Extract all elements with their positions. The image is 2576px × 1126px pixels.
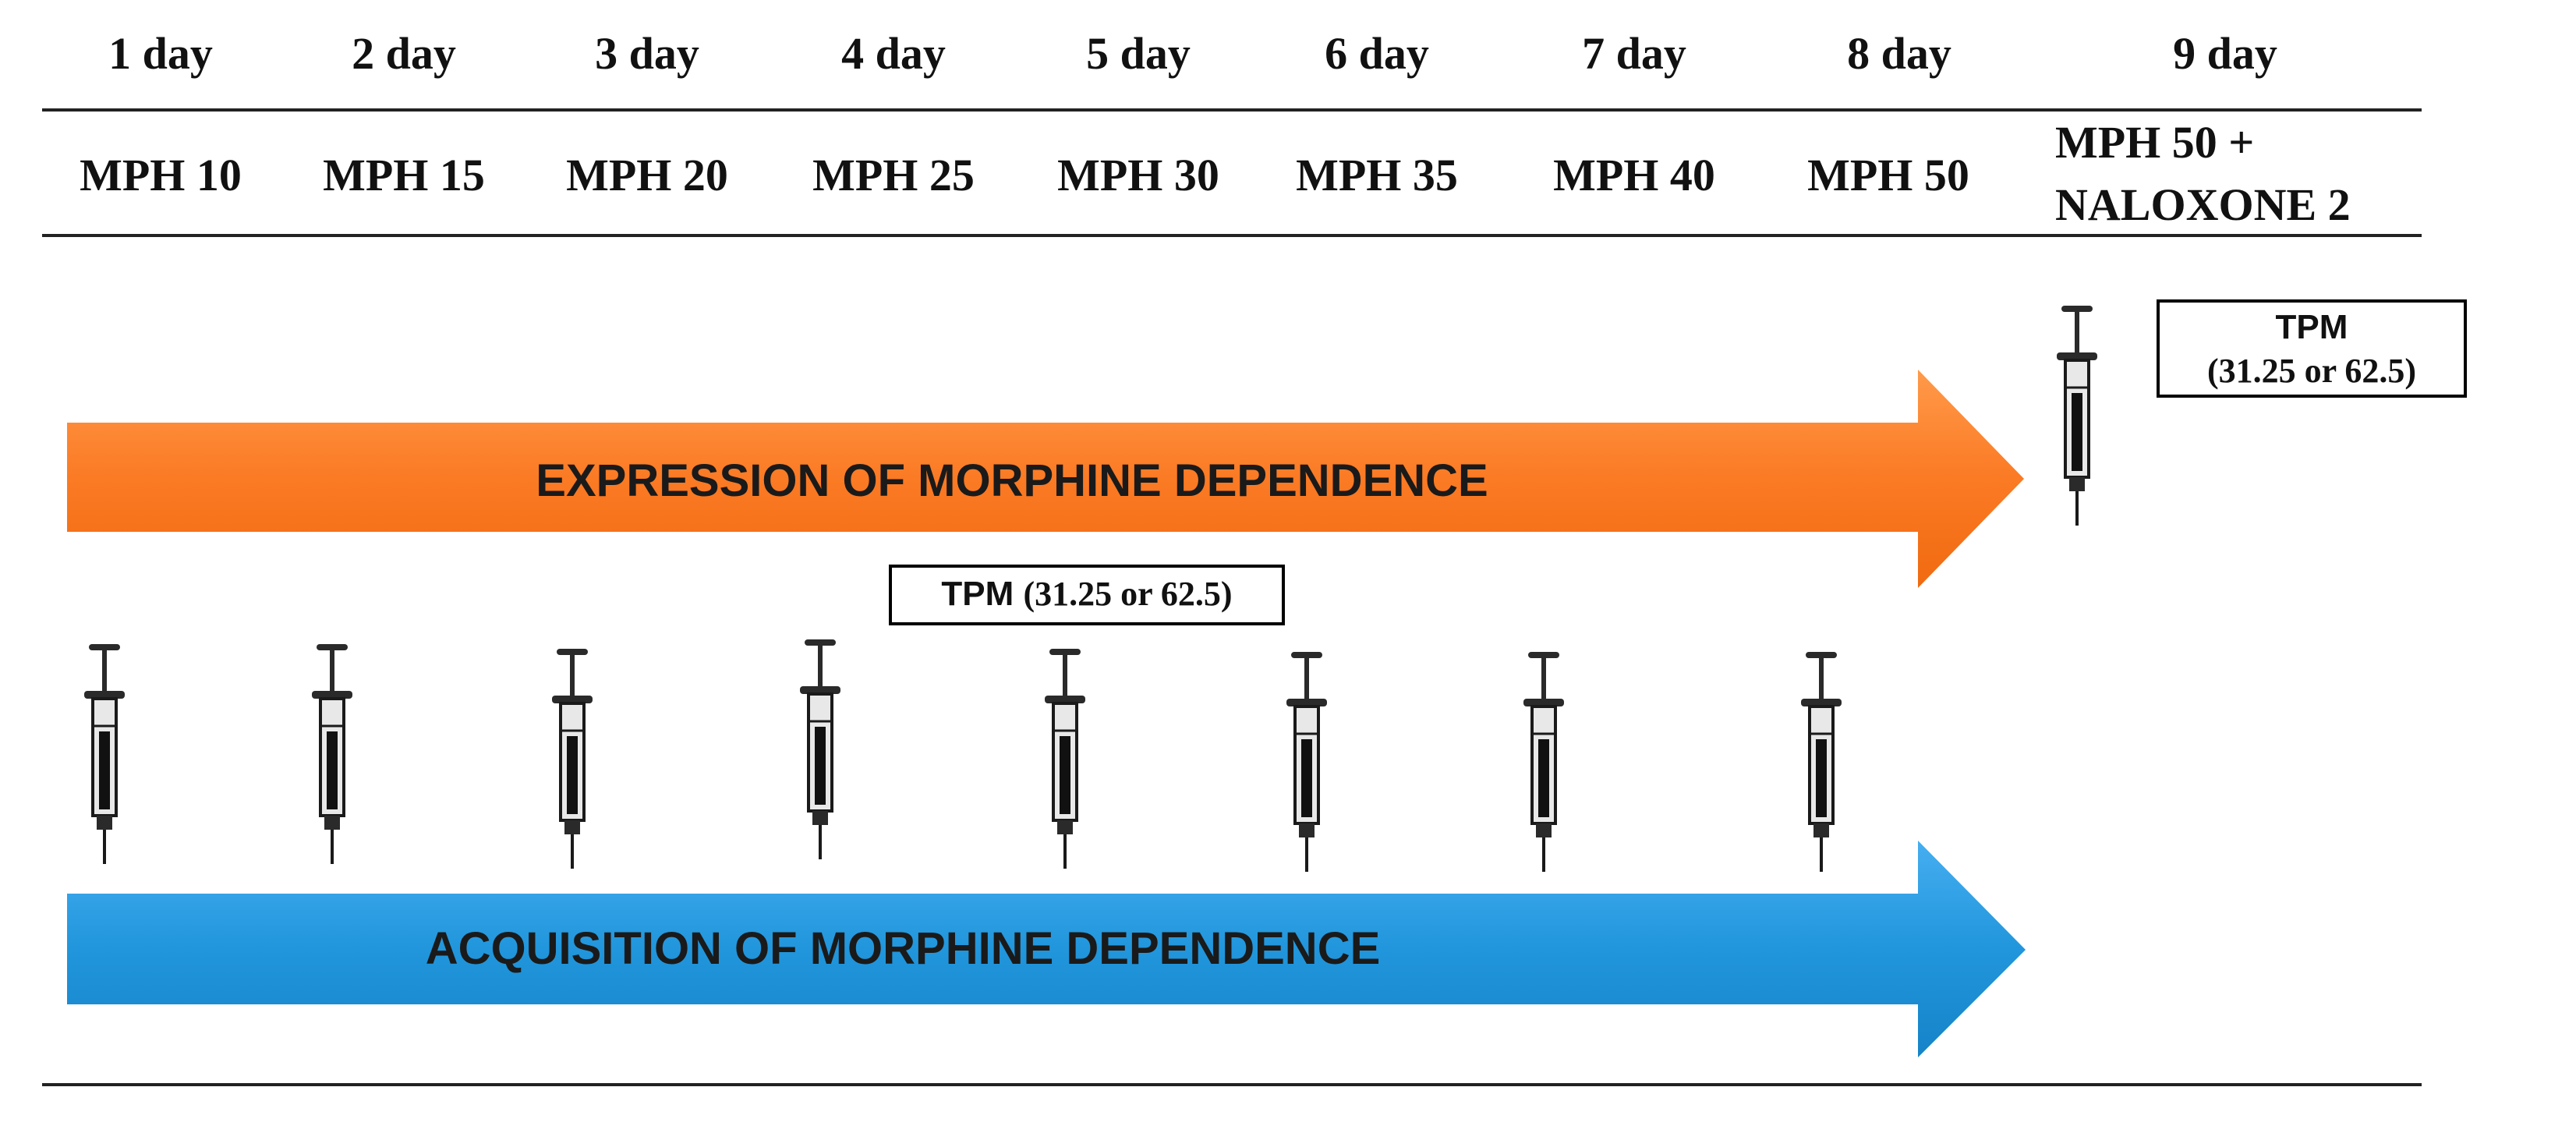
tpm-box-expression-dose: (31.25 or 62.5) [2207, 352, 2416, 390]
tpm-box-expression-frame [2157, 299, 2467, 398]
day-label: 9 day [2173, 28, 2277, 79]
tpm-box-expression-title: TPM [2276, 308, 2348, 346]
day-label: 5 day [1086, 28, 1191, 79]
tpm-box-acquisition-label: TPM (31.25 or 62.5) [941, 575, 1232, 613]
expression-arrow: EXPRESSION OF MORPHINE DEPENDENCE [67, 370, 2024, 588]
syringe-icon [1522, 650, 1566, 873]
dose-label-line1: MPH 50 + [2055, 117, 2254, 168]
tpm-box-acquisition-frame [889, 565, 1285, 625]
syringe-icon [1285, 650, 1329, 873]
dose-label: MPH 40 [1553, 150, 1715, 200]
syringe-icon [83, 643, 126, 866]
expression-arrow-shape [67, 370, 2024, 588]
syringe-icon [798, 638, 842, 861]
syringe-icon [1043, 647, 1087, 870]
dose-label: MPH 25 [812, 150, 975, 200]
syringe-icon [1799, 650, 1843, 873]
syringe-icon [550, 647, 594, 870]
daily-injections [83, 638, 1843, 873]
tpm-box-acquisition-dose: (31.25 or 62.5) [1024, 575, 1233, 613]
dose-label: MPH 50 [1807, 150, 1969, 200]
day-label: 8 day [1847, 28, 1951, 79]
dose-label: MPH 20 [566, 150, 728, 200]
day-labels-row: 1 day 2 day 3 day 4 day 5 day 6 day 7 da… [108, 28, 2277, 79]
dose-label: MPH 35 [1296, 150, 1458, 200]
acquisition-arrow-label: ACQUISITION OF MORPHINE DEPENDENCE [426, 923, 1381, 974]
tpm-box-acquisition-tpm: TPM [941, 575, 1023, 613]
tpm-box-expression: TPM (31.25 or 62.5) [2157, 299, 2467, 398]
syringe-icon [310, 643, 354, 866]
day-label: 4 day [841, 28, 946, 79]
expression-arrow-label: EXPRESSION OF MORPHINE DEPENDENCE [536, 455, 1488, 506]
dose-labels-row: MPH 10 MPH 15 MPH 20 MPH 25 MPH 30 MPH 3… [80, 117, 2351, 230]
day-label: 7 day [1582, 28, 1686, 79]
day-label: 6 day [1325, 28, 1429, 79]
day-label: 2 day [352, 28, 456, 79]
acquisition-arrow-shape [67, 841, 2026, 1057]
day-label: 1 day [108, 28, 213, 79]
syringe-icon [2055, 304, 2099, 527]
dose-label: MPH 10 [80, 150, 242, 200]
acquisition-arrow: ACQUISITION OF MORPHINE DEPENDENCE [67, 841, 2026, 1057]
day-label: 3 day [595, 28, 699, 79]
dose-label-line2: NALOXONE 2 [2055, 179, 2351, 230]
dose-label: MPH 30 [1057, 150, 1219, 200]
dose-label: MPH 15 [323, 150, 485, 200]
tpm-box-acquisition: TPM (31.25 or 62.5) [889, 565, 1285, 625]
